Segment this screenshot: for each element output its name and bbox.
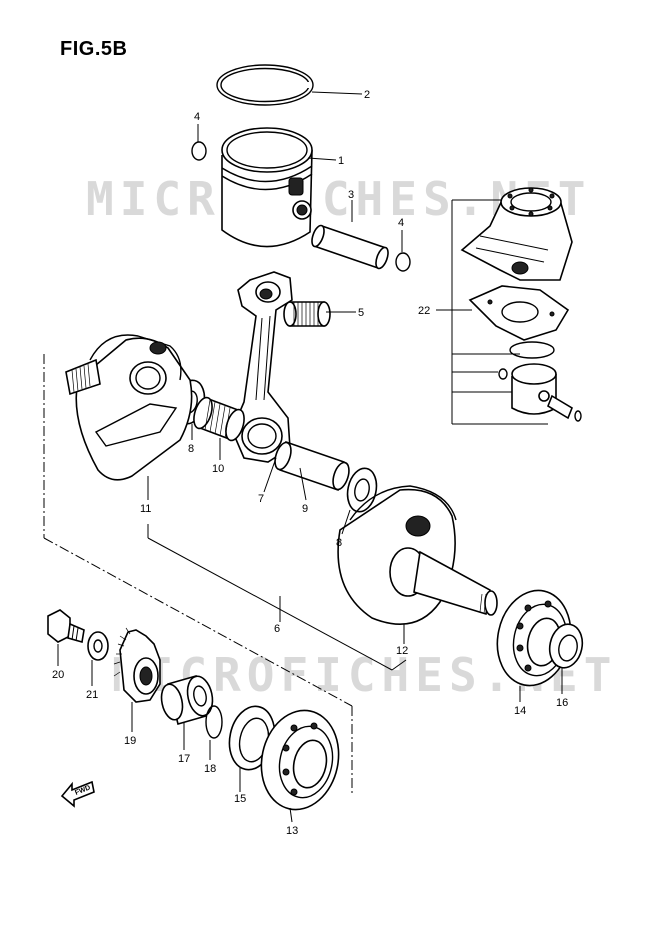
connecting-rod[interactable] bbox=[231, 271, 293, 463]
callout-3: 3 bbox=[348, 189, 354, 201]
leader-lines bbox=[57, 91, 563, 823]
callout-14: 14 bbox=[514, 705, 526, 717]
inset-clip[interactable] bbox=[498, 368, 508, 380]
forward-arrow-icon: FWD bbox=[60, 780, 95, 808]
inset-piston-ring[interactable] bbox=[509, 341, 555, 359]
callout-20: 20 bbox=[52, 669, 64, 681]
figure-title: FIG.5B bbox=[60, 38, 128, 60]
piston-pin-clip-right[interactable] bbox=[395, 252, 411, 272]
crankshaft-right-half[interactable] bbox=[337, 485, 498, 625]
crankshaft-bearing-left[interactable] bbox=[252, 703, 347, 817]
small-end-bearing[interactable] bbox=[283, 301, 331, 327]
oil-seal-right[interactable] bbox=[546, 621, 586, 671]
piston[interactable] bbox=[221, 127, 313, 248]
reference-inset bbox=[451, 187, 582, 425]
callout-16: 16 bbox=[556, 697, 568, 709]
callout-21: 21 bbox=[86, 689, 98, 701]
callout-5: 5 bbox=[358, 307, 364, 319]
cylinder-gasket[interactable] bbox=[468, 285, 570, 341]
washer[interactable] bbox=[87, 631, 109, 661]
callout-22: 22 bbox=[418, 305, 430, 317]
crank-pin[interactable] bbox=[272, 440, 352, 492]
callout-7: 7 bbox=[258, 493, 264, 505]
callout-13: 13 bbox=[286, 825, 298, 837]
callout-17: 17 bbox=[178, 753, 190, 765]
crankshaft-left-half[interactable] bbox=[65, 334, 193, 481]
callout-2: 2 bbox=[364, 89, 370, 101]
callout-19: 19 bbox=[124, 735, 136, 747]
callout-11: 11 bbox=[140, 503, 151, 515]
callout-9: 9 bbox=[302, 503, 308, 515]
callout-8-right: 8 bbox=[336, 537, 342, 549]
callout-labels: 2 1 3 4 4 5 6 7 8 8 9 10 11 12 13 14 15 … bbox=[52, 89, 568, 837]
callout-6: 6 bbox=[274, 623, 280, 635]
cylinder[interactable] bbox=[460, 187, 573, 281]
spacer[interactable] bbox=[158, 674, 215, 725]
callout-8-left: 8 bbox=[188, 443, 194, 455]
callout-15: 15 bbox=[234, 793, 246, 805]
o-ring[interactable] bbox=[205, 705, 223, 739]
callout-12: 12 bbox=[396, 645, 408, 657]
callout-18: 18 bbox=[204, 763, 216, 775]
callout-4-right: 4 bbox=[398, 217, 404, 229]
callout-4-left: 4 bbox=[194, 111, 200, 123]
inset-piston-pin[interactable] bbox=[547, 394, 582, 422]
piston-pin[interactable] bbox=[310, 224, 391, 270]
crankshaft-bolt[interactable] bbox=[47, 609, 85, 644]
piston-pin-clip-left[interactable] bbox=[191, 141, 207, 161]
assembly-bracket bbox=[43, 354, 407, 796]
callout-10: 10 bbox=[212, 463, 224, 475]
primary-drive-gear[interactable] bbox=[113, 627, 161, 703]
big-end-bearing[interactable] bbox=[190, 395, 247, 442]
piston-ring[interactable] bbox=[216, 64, 314, 106]
callout-1: 1 bbox=[338, 155, 344, 167]
